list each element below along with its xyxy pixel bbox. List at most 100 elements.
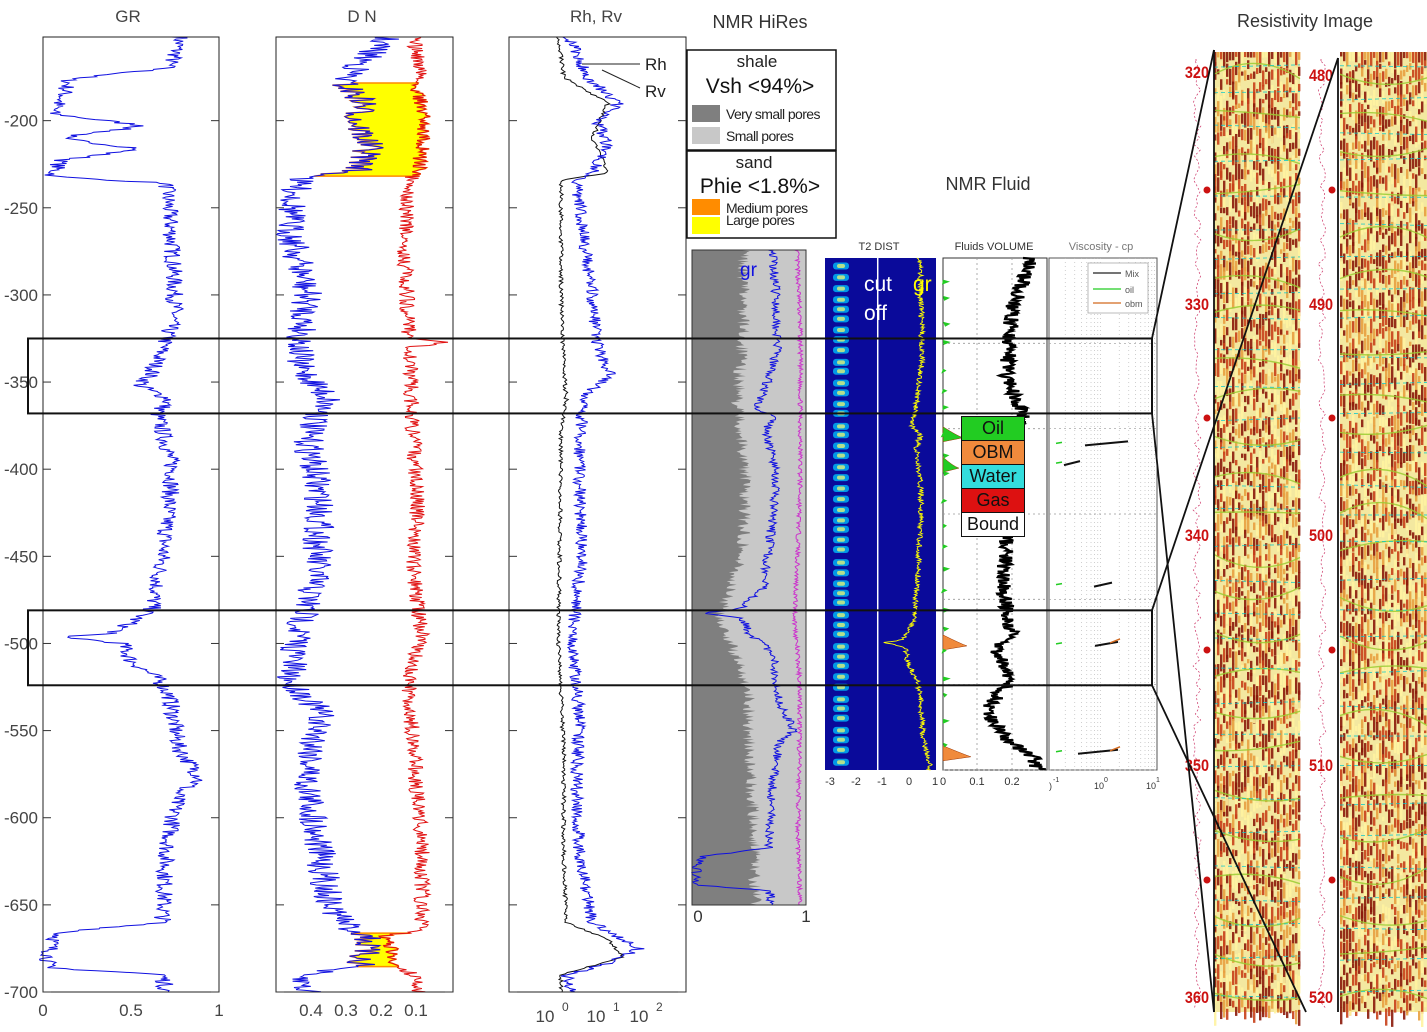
image-pixel — [1373, 873, 1375, 879]
image-pixel — [1394, 179, 1396, 188]
image-pixel — [1256, 285, 1258, 289]
image-pixel — [1421, 652, 1423, 662]
image-pixel — [1424, 698, 1426, 712]
image-pixel — [1256, 965, 1258, 977]
t2-bound-core — [837, 465, 845, 469]
image-pixel — [1400, 569, 1402, 577]
image-pixel — [1370, 292, 1372, 306]
image-depth-marker — [1329, 877, 1336, 884]
image-pixel — [1277, 110, 1279, 127]
image-pixel — [1286, 656, 1288, 661]
image-pixel — [1295, 427, 1297, 432]
image-pixel — [1367, 321, 1369, 326]
image-pixel — [1409, 856, 1411, 873]
t2-bound-core — [837, 561, 845, 565]
image-pixel — [1385, 438, 1387, 446]
connector-line — [1152, 413, 1214, 1012]
image-pixel — [1367, 951, 1369, 960]
image-pixel — [1391, 1010, 1393, 1027]
image-pixel — [1382, 313, 1384, 326]
image-pixel — [1280, 935, 1282, 940]
image-pixel — [1283, 391, 1285, 403]
image-pixel — [1244, 396, 1246, 402]
image-pixel — [1421, 871, 1423, 876]
image-pixel — [1382, 177, 1384, 183]
image-pixel — [1421, 910, 1423, 915]
image-pixel — [1283, 242, 1285, 251]
image-pixel — [1265, 433, 1267, 442]
image-pixel — [1424, 307, 1426, 315]
image-pixel — [1277, 981, 1279, 994]
image-pixel — [1217, 814, 1219, 824]
image-pixel — [1373, 766, 1375, 778]
image-pixel — [1298, 260, 1300, 269]
image-pixel — [1226, 565, 1228, 569]
image-pixel — [1217, 206, 1219, 211]
image-pixel — [1361, 930, 1363, 937]
image-pixel — [1370, 459, 1372, 466]
t2-bound-core — [837, 582, 845, 586]
image-pixel — [1394, 529, 1396, 539]
rv-legend-label: Rv — [645, 82, 666, 101]
image-pixel — [1376, 401, 1378, 413]
image-pixel — [1226, 945, 1228, 954]
image-pixel — [1277, 674, 1279, 691]
image-pixel — [1373, 137, 1375, 150]
image-pixel — [1361, 301, 1363, 316]
image-pixel — [1349, 126, 1351, 135]
image-pixel — [1400, 887, 1402, 893]
image-pixel — [1274, 819, 1276, 837]
image-pixel — [1220, 131, 1222, 136]
image-pixel — [1247, 778, 1249, 783]
image-pixel — [1403, 70, 1405, 77]
image-pixel — [1346, 1004, 1348, 1018]
image-pixel — [1397, 290, 1399, 295]
image-pixel — [1364, 279, 1366, 289]
image-pixel — [1280, 570, 1282, 580]
image-pixel — [1256, 158, 1258, 170]
image-pixel — [1418, 1011, 1420, 1020]
t2-bound-core — [837, 748, 845, 752]
image-pixel — [1298, 887, 1300, 902]
image-pixel — [1355, 404, 1357, 410]
image-pixel — [1226, 468, 1228, 472]
image-pixel — [1391, 535, 1393, 539]
image-pixel — [1403, 557, 1405, 565]
image-pixel — [1241, 328, 1243, 339]
image-pixel — [1415, 85, 1417, 96]
image-pixel — [1385, 229, 1387, 235]
image-pixel — [1271, 848, 1273, 857]
image-pixel — [1274, 362, 1276, 376]
image-pixel — [1418, 677, 1420, 684]
image-pixel — [1295, 699, 1297, 703]
image-pixel — [1406, 425, 1408, 434]
image-pixel — [1286, 847, 1288, 861]
image-pixel — [1421, 310, 1423, 326]
image-pixel — [1244, 70, 1246, 80]
image-pixel — [1274, 267, 1276, 274]
image-pixel — [1262, 600, 1264, 615]
image-pixel — [1253, 583, 1255, 593]
image-pixel — [1265, 574, 1267, 585]
image-pixel — [1406, 739, 1408, 755]
image-pixel — [1280, 545, 1282, 555]
image-pixel — [1415, 962, 1417, 968]
image-pixel — [1244, 973, 1246, 978]
image-pixel — [1418, 439, 1420, 446]
image-pixel — [1400, 547, 1402, 553]
image-pixel — [1382, 531, 1384, 537]
image-pixel — [1253, 202, 1255, 218]
image-pixel — [1394, 889, 1396, 904]
image-pixel — [1421, 806, 1423, 815]
image-pixel — [1283, 804, 1285, 815]
image-pixel — [1295, 193, 1297, 207]
image-pixel — [1421, 731, 1423, 748]
image-pixel — [1352, 975, 1354, 986]
image-pixel — [1376, 957, 1378, 964]
image-pixel — [1277, 465, 1279, 473]
image-pixel — [1223, 812, 1225, 816]
image-pixel — [1235, 558, 1237, 575]
image-pixel — [1277, 257, 1279, 266]
image-pixel — [1355, 509, 1357, 524]
